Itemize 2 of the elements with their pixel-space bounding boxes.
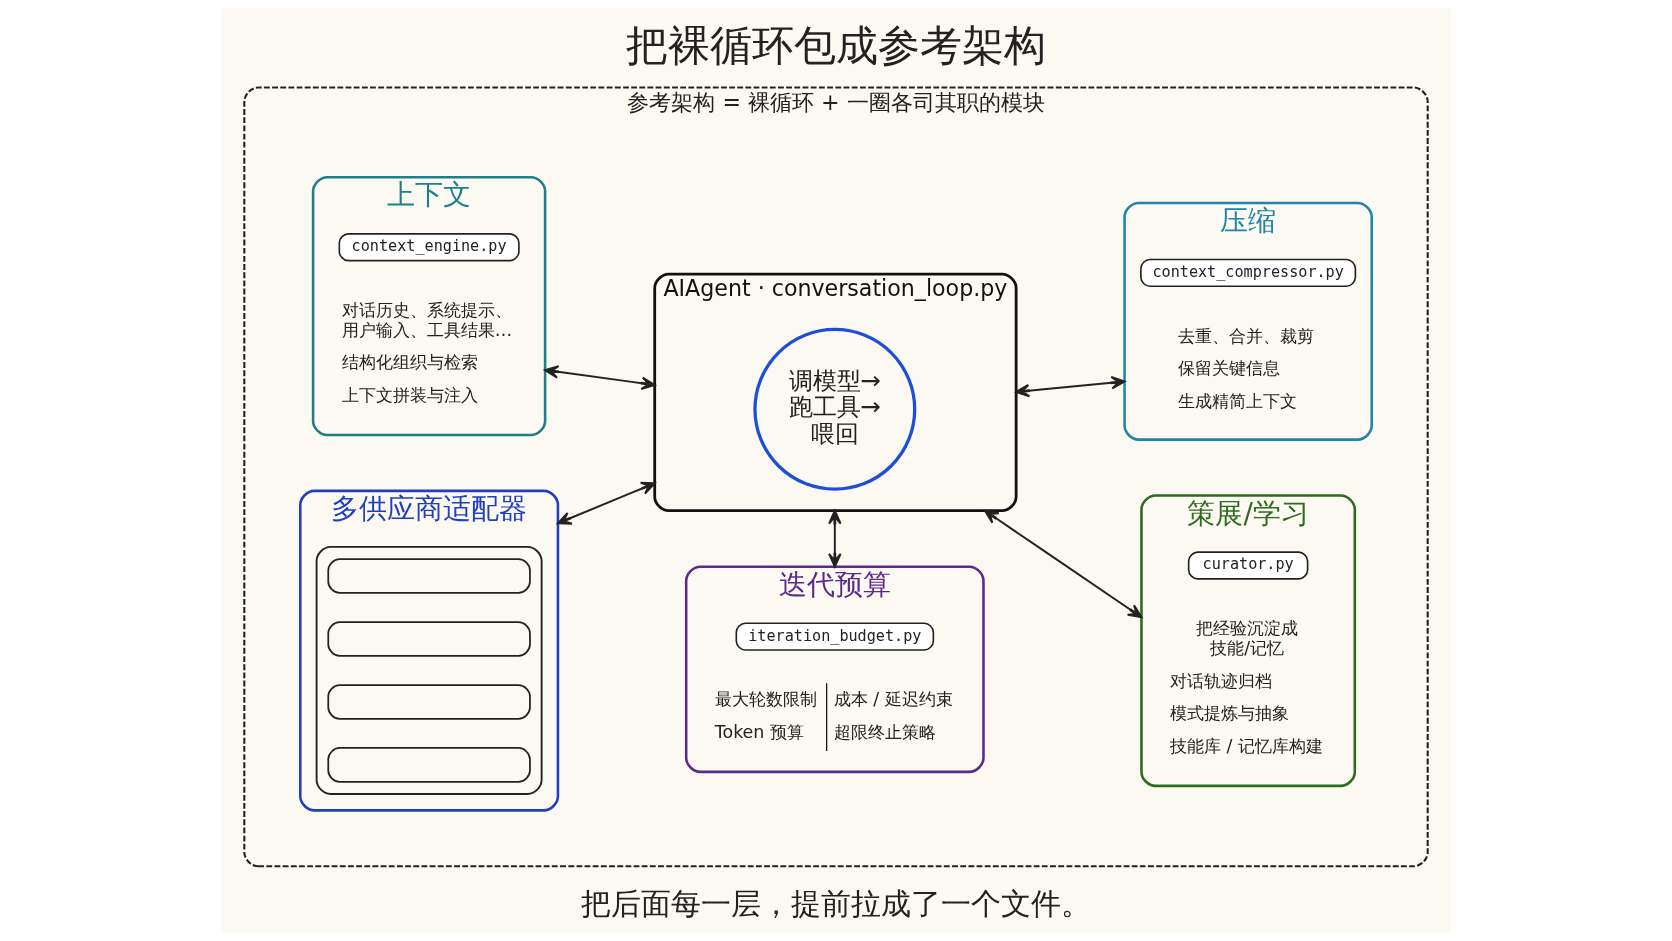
caption: 把后面每一层，提前拉成了一个文件。 bbox=[581, 885, 1091, 921]
diagram-title: 把裸循环包成参考架构 bbox=[626, 21, 1046, 71]
